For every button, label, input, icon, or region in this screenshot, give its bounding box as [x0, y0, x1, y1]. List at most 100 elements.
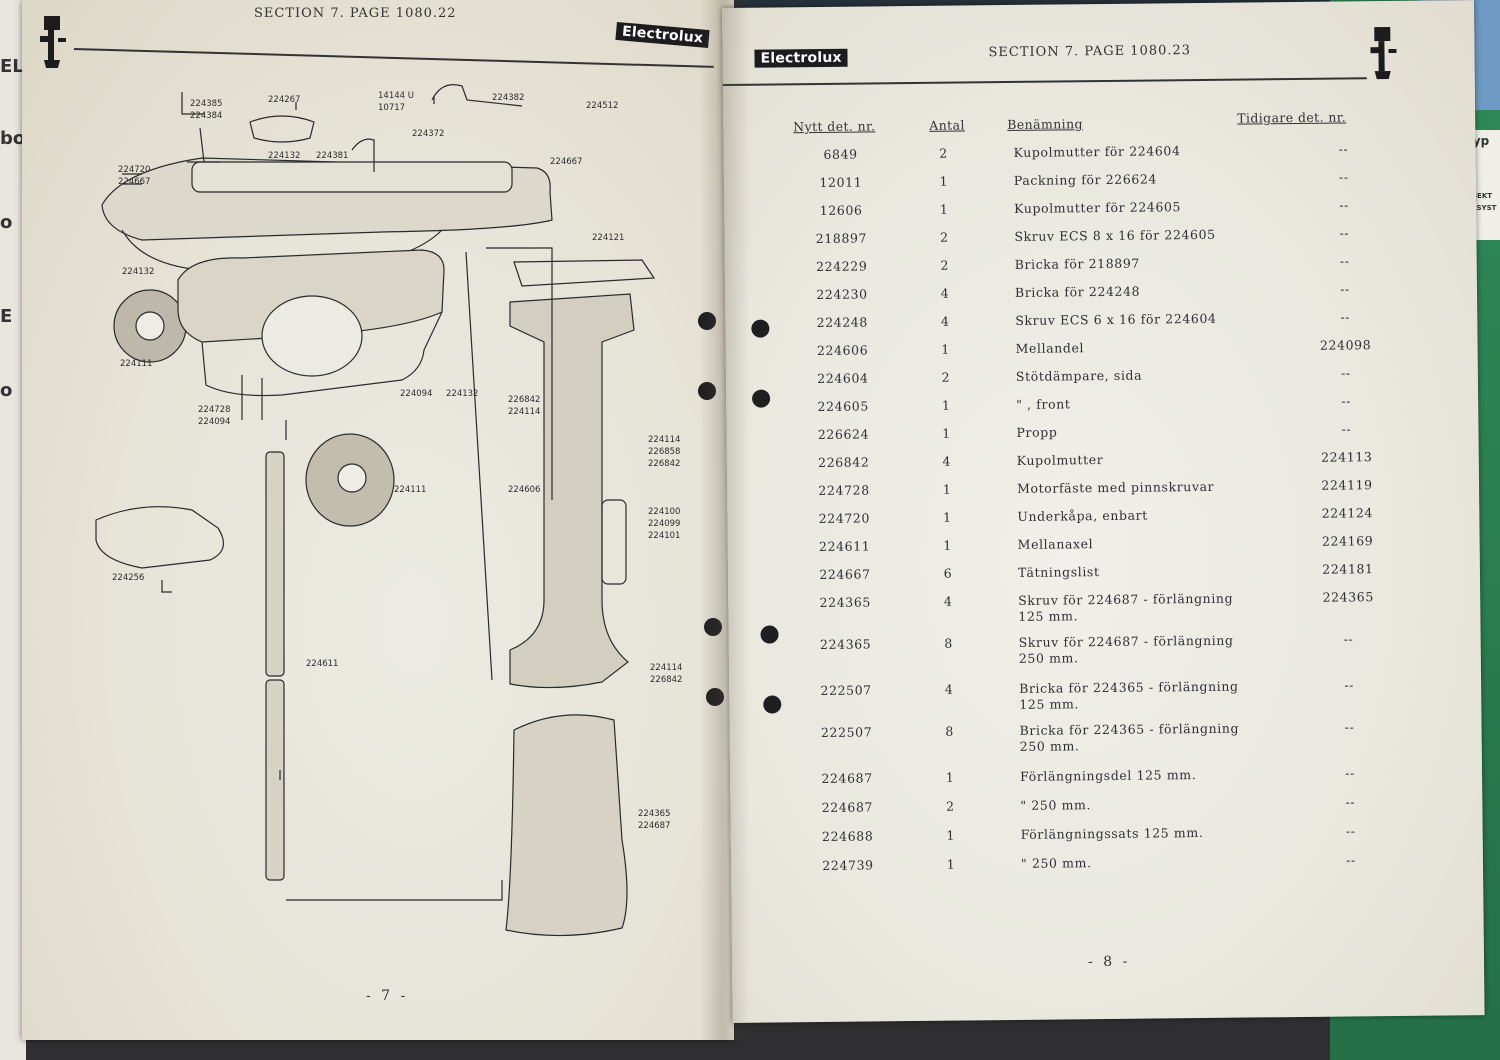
part-number-cell: 218897	[815, 230, 868, 247]
page-number: - 7 -	[366, 988, 409, 1004]
callout-label: 224132	[268, 151, 300, 161]
name-cell: " 250 mm.	[1020, 797, 1092, 813]
previous-part-cell: 224098	[1319, 337, 1372, 353]
part-number-cell: 12011	[819, 174, 863, 190]
quantity-cell: 4	[944, 681, 954, 697]
side-card-text: SEKT	[1472, 192, 1493, 200]
name-cell: Mellandel	[1015, 340, 1085, 356]
quantity-cell: 1	[943, 537, 952, 553]
part-number-cell: 224687	[821, 799, 874, 815]
callout-label: 224606	[508, 485, 540, 495]
callout-label: 224094	[400, 389, 432, 399]
callout-label: 226858	[648, 447, 680, 457]
electrolux-logo: Electrolux	[754, 48, 848, 68]
callout-label: 224094	[198, 417, 230, 427]
side-card-text: LSYST	[1472, 204, 1497, 212]
strip-text: bo	[0, 128, 26, 149]
previous-part-cell: --	[1341, 421, 1352, 437]
exploded-parts-diagram: 224385 224384 224267 14144 U 10717 22438…	[95, 84, 682, 937]
part-number-cell: 224248	[816, 314, 869, 331]
callout-label: 224256	[112, 573, 144, 583]
column-header-previous: Tidigare det. nr.	[1237, 109, 1347, 126]
callout-label: 224667	[118, 177, 150, 187]
name-cell: Bricka för 224365 - förlängning 125 mm.	[1019, 678, 1239, 712]
name-cell: Underkåpa, enbart	[1017, 507, 1148, 524]
binder-hole	[698, 382, 716, 400]
column-header-name: Benämning	[1007, 116, 1083, 133]
previous-part-cell: --	[1339, 253, 1350, 269]
previous-part-cell: --	[1345, 765, 1355, 781]
name-cell: Skruv för 224687 - förlängning 125 mm.	[1018, 590, 1234, 624]
column-header-qty: Antal	[929, 117, 965, 133]
quantity-cell: 8	[945, 723, 954, 739]
previous-part-cell: 224119	[1321, 477, 1373, 493]
binder-hole	[763, 695, 782, 714]
quantity-cell: 4	[940, 313, 950, 329]
callout-label: 224372	[412, 129, 444, 139]
callout-label: 224114	[650, 663, 682, 673]
callout-label: 224114	[508, 407, 540, 417]
name-cell: " , front	[1016, 396, 1071, 412]
previous-part-cell: --	[1341, 393, 1352, 409]
callout-label: 224687	[638, 821, 670, 831]
part-number-cell: 224604	[817, 370, 869, 387]
previous-part-cell: --	[1345, 794, 1356, 810]
strip-text: o	[0, 212, 13, 233]
quantity-cell: 4	[943, 593, 953, 609]
previous-part-cell: --	[1345, 823, 1356, 839]
previous-part-cell: 224124	[1321, 505, 1374, 521]
page-number: - 8 -	[1087, 953, 1131, 971]
callout-label: 224384	[190, 111, 222, 121]
callout-label: 224100	[648, 507, 680, 517]
callout-label: 224267	[268, 95, 300, 105]
previous-part-cell: --	[1340, 365, 1351, 381]
callout-label: 224728	[198, 405, 230, 415]
previous-part-cell: --	[1344, 719, 1355, 735]
strip-text: EL	[0, 56, 24, 77]
name-cell: Tätningslist	[1017, 564, 1100, 580]
quantity-cell: 1	[945, 769, 955, 785]
part-number-cell: 226842	[818, 454, 870, 471]
name-cell: Bricka för 224248	[1014, 283, 1141, 300]
part-number-cell: 6849	[823, 146, 858, 162]
callout-label: 224099	[648, 519, 680, 529]
part-number-cell: 224606	[816, 342, 869, 359]
column-header-part-no: Nytt det. nr.	[793, 118, 876, 135]
part-number-cell: 226624	[817, 426, 870, 443]
quantity-cell: 1	[941, 397, 951, 413]
name-cell: Skruv ECS 6 x 16 för 224604	[1015, 310, 1217, 328]
callout-label: 224365	[638, 809, 670, 819]
part-number-cell: 224739	[822, 857, 874, 873]
left-background-page: EL bo o E o	[0, 0, 26, 1060]
binder-hole	[751, 319, 770, 338]
previous-part-cell: 224181	[1322, 561, 1374, 577]
callout-label: 226842	[650, 675, 682, 685]
page-header: SECTION 7. PAGE 1080.23	[988, 43, 1192, 61]
name-cell: Motorfäste med pinnskruvar	[1016, 478, 1215, 496]
quantity-cell: 2	[940, 257, 950, 273]
previous-part-cell: 224113	[1320, 449, 1373, 465]
previous-part-cell: 224365	[1322, 589, 1374, 605]
part-number-cell: 224611	[818, 538, 871, 555]
quantity-cell: 4	[942, 453, 952, 469]
quantity-cell: 6	[943, 565, 953, 581]
quantity-cell: 1	[946, 856, 956, 872]
callout-label: 224111	[394, 485, 426, 495]
name-cell: Kupolmutter för 224604	[1013, 143, 1181, 160]
part-number-cell: 224720	[818, 510, 871, 527]
quantity-cell: 2	[939, 145, 948, 161]
previous-part-cell: --	[1339, 197, 1350, 213]
previous-part-cell: --	[1344, 677, 1355, 693]
previous-part-cell: --	[1346, 852, 1356, 868]
callout-label: 224121	[592, 233, 624, 243]
callout-label: 224132	[446, 389, 478, 399]
